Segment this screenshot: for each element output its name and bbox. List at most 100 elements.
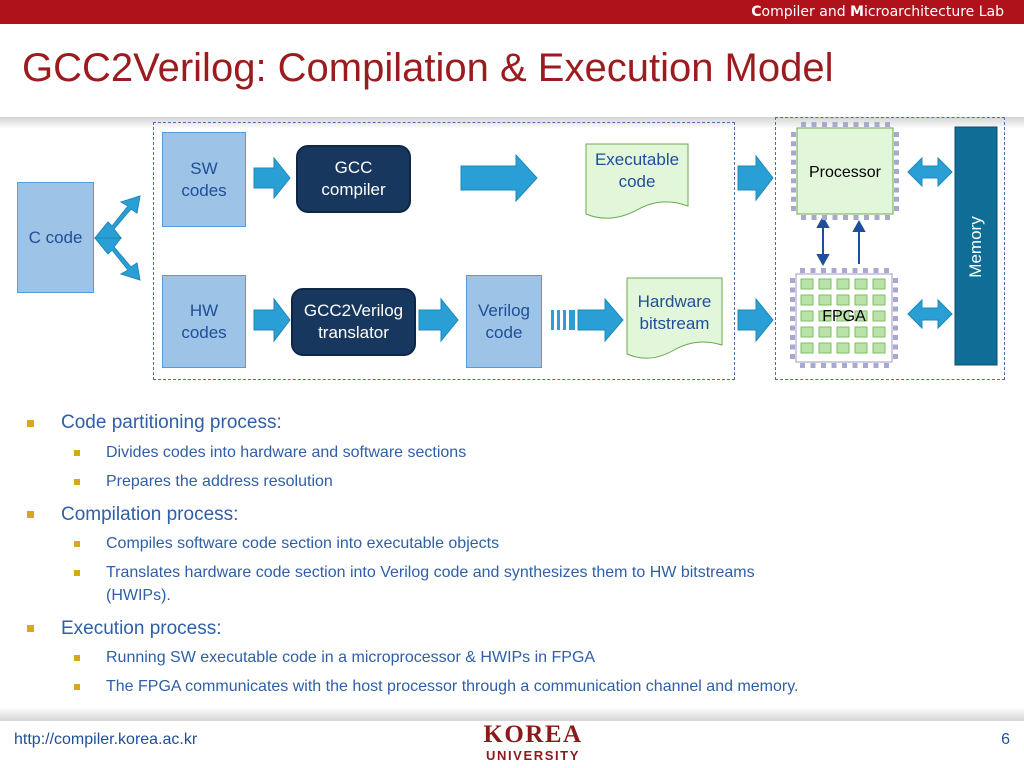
chip-pin [800,363,805,368]
svg-text:UNIVERSITY: UNIVERSITY [486,748,580,763]
fpga-cell [872,326,886,338]
fpga-cell [836,310,850,322]
title-underline-shade [0,117,1024,129]
chip-pin [842,268,847,273]
chip-pin [843,215,848,220]
fpga-cell [818,294,832,306]
chip-pin [873,268,879,273]
bullet-marker [74,570,80,576]
fpga-chip-body [795,273,893,363]
chip-pin [811,215,817,220]
chip-pin [810,268,816,273]
bullet-translates-hardware: Translates hardware code section into Ve… [106,564,755,581]
chip-pin [842,363,847,368]
chip-pin [894,206,899,211]
fpga-cell [872,278,886,290]
chip-pin [790,325,795,331]
chip-pin [894,150,899,156]
chip-pin [893,335,898,340]
bullet-marker [74,684,80,690]
c-code-box: C code [17,182,94,293]
processor-memory-double-arrow-icon [907,156,953,188]
chip-pin [790,316,795,321]
chip-pin [790,278,795,283]
fpga-cell [872,342,886,354]
chip-pin [893,354,898,359]
executable-code-document [585,143,689,219]
chip-pin [884,363,889,368]
fpga-cell [800,310,814,322]
chip-pin [810,363,816,368]
slide-title: GCC2Verilog: Compilation & Execution Mod… [22,46,834,90]
chip-pin [863,363,868,368]
fpga-cell [800,342,814,354]
chip-pin [822,215,827,220]
chip-pin [893,344,898,350]
fpga-cell [854,278,868,290]
chip-pin [832,215,838,220]
bullet-execution-process: Execution process: [61,618,222,639]
memory-label: Memory [966,216,985,278]
fpga-cell [854,310,868,322]
arrow-verilog-to-bitstream-icon [577,297,624,343]
chip-pin [790,306,795,312]
processor-label: Processor [808,164,882,181]
chip-pin [791,150,796,156]
bullet-marker [74,541,80,547]
chip-pin [791,169,796,174]
fpga-cell [800,326,814,338]
chip-pin [791,178,796,184]
fpga-pin-group [790,268,898,368]
bullet-marker [27,625,34,632]
chip-pin [894,187,899,193]
bullet-marker [27,420,34,427]
chip-pin [893,297,898,302]
arrow-gcc-to-executable-icon [460,153,538,203]
memory-block [954,126,998,366]
fpga-cell [854,326,868,338]
chip-pin [863,268,868,273]
bullet-address-resolution: Prepares the address resolution [106,473,333,490]
bullet-running-sw: Running SW executable code in a micropro… [106,649,596,666]
fpga-cell [872,294,886,306]
chip-pin [893,316,898,321]
fpga-label: FPGA [822,308,866,325]
chip-pin [852,363,858,368]
chip-pin [853,215,859,220]
processor-chip-pins [792,123,894,221]
fpga-cell [836,278,850,290]
chip-pin [864,215,869,220]
arrow-sw-to-gcc-icon [253,156,291,200]
arrow-bitstream-to-fpga-icon [737,297,774,343]
chip-pin [894,169,899,174]
hardware-bitstream-document [626,277,723,359]
bullet-translates-hardware-continued: (HWIPs). [106,587,171,604]
fpga-cell [800,294,814,306]
bullet-compilation-process: Compilation process: [61,504,239,525]
fpga-cell [836,294,850,306]
svg-text:KOREA: KOREA [483,721,582,748]
chip-pin [801,215,806,220]
bullet-marker [27,511,34,518]
fpga-cell [836,342,850,354]
chip-pin [893,278,898,283]
fpga-cell [818,310,832,322]
chip-pin [894,159,899,165]
fpga-cell-grid [800,278,886,354]
chip-pin [790,297,795,302]
chip-pin [852,268,858,273]
chip-pin [894,178,899,184]
chip-pin [873,363,879,368]
processor-fpga-link-icon [816,215,866,267]
chip-pin [831,363,837,368]
chip-pin [791,187,796,193]
footer-url-link[interactable]: http://compiler.korea.ac.kr [14,731,198,748]
footer-shade [0,707,1024,721]
fpga-cell [854,342,868,354]
processor-pin-group [791,122,899,220]
